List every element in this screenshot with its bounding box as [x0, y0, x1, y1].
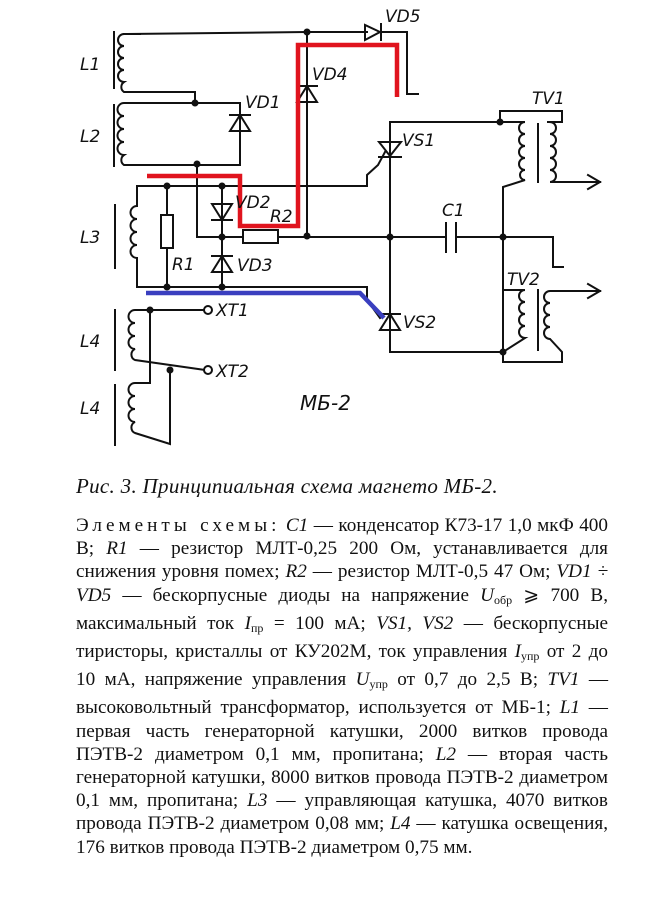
thyristor-VS1	[376, 141, 404, 158]
label-VD4: VD4	[312, 65, 348, 85]
transformer-TV2	[501, 282, 602, 363]
ref-R1: R1	[106, 538, 128, 560]
symbol-i-upr: I	[514, 641, 521, 663]
desc-L2: — вторая часть генераторной катушки, 800…	[76, 743, 609, 812]
ref-VS: VS1, VS2	[376, 612, 454, 634]
coil-L4-lower	[114, 309, 171, 446]
label-L3: L3	[80, 228, 100, 248]
intro-label: Элементы схемы:	[76, 515, 281, 536]
ref-L1: L1	[559, 697, 580, 719]
desc-TV1: — высоковольтный трансформатор, использу…	[76, 669, 609, 719]
label-XT1: XT1	[215, 301, 249, 321]
thyristor-VS2	[378, 312, 402, 331]
terminal-XT2	[203, 365, 213, 375]
desc-C1: — конденсатор К73-17 1,0 мкФ 400 В;	[76, 515, 608, 560]
desc-VD-3: = 100 мА;	[263, 612, 377, 634]
label-VS1: VS1	[402, 131, 435, 151]
desc-R2: — резистор МЛТ-0,5 47 Ом;	[306, 561, 557, 583]
schematic-diagram: L1 L2 L3 L4 L4 VD1 VD2 VD3 VD4 VD5 R1 R2…	[80, 7, 602, 446]
coil-L1	[113, 31, 196, 103]
symbol-u-upr: U	[355, 669, 370, 691]
label-VD2: VD2	[235, 193, 271, 213]
label-R1: R1	[172, 255, 195, 275]
symbol-u-obr: U	[480, 584, 494, 606]
desc-VD: — бескорпусные диоды на напряжение	[111, 584, 481, 606]
symbol-i-pr: I	[244, 612, 251, 634]
label-VD3: VD3	[237, 256, 273, 276]
ref-TV1: TV1	[547, 669, 580, 691]
transformer-TV1	[499, 110, 602, 353]
label-L4-upper: L4	[80, 332, 100, 352]
ref-C1: C1	[285, 515, 309, 536]
label-L2: L2	[80, 127, 100, 147]
diode-VD3	[210, 254, 234, 273]
resistor-R2	[221, 229, 391, 244]
label-L1: L1	[80, 55, 100, 75]
label-VS2: VS2	[403, 313, 436, 333]
figure-caption: Рис. 3. Принципиальная схема магнето МБ-…	[76, 474, 498, 498]
label-model: МБ-2	[300, 391, 351, 415]
label-C1: C1	[442, 201, 465, 221]
desc-L4: — катушка освещения, 176 витков провода …	[76, 813, 608, 858]
terminal-XT1	[203, 305, 213, 315]
label-TV1: TV1	[532, 89, 565, 109]
coil-L3	[114, 185, 138, 288]
ref-R2: R2	[285, 561, 307, 583]
diode-VD5	[364, 23, 419, 95]
ref-L3: L3	[247, 790, 268, 812]
diode-VD1	[194, 102, 252, 166]
sub-upr-i: упр	[520, 649, 540, 664]
ref-VD: VD1 ÷ VD5	[76, 561, 609, 606]
desc-L3: — управляющая катушка, 4070 витков прово…	[76, 790, 608, 835]
ref-L2: L2	[435, 743, 456, 765]
diode-VD4	[295, 31, 319, 237]
sub-obr: обр	[494, 592, 513, 607]
desc-VS-2: от 2 до 10 мА, напряжение управления	[76, 641, 608, 691]
desc-L1: — первая часть генераторной катушки, 200…	[76, 697, 608, 765]
label-R2: R2	[270, 207, 293, 227]
coil-L4-upper	[114, 309, 207, 372]
label-XT2: XT2	[215, 362, 249, 382]
desc-VD-2: ⩾ 700 В, максимальный ток	[76, 584, 608, 634]
desc-VS-3: от 0,7 до 2,5 В;	[387, 669, 548, 691]
label-TV2: TV2	[507, 270, 540, 290]
red-highlight-path	[147, 42, 400, 229]
sub-upr-u: упр	[369, 677, 388, 692]
resistor-R1	[160, 185, 174, 288]
label-VD5: VD5	[385, 7, 421, 27]
desc-R1: — резистор МЛТ-0,25 200 Ом, устанавливае…	[76, 538, 608, 583]
label-VD1: VD1	[245, 93, 281, 113]
components-description: Элементы схемы: C1 — конденсатор К73-17 …	[76, 514, 608, 859]
capacitor-C1	[389, 222, 504, 253]
coil-L2	[113, 102, 241, 167]
sub-pr: пр	[250, 620, 264, 635]
blue-highlight-path	[146, 290, 386, 320]
desc-VS: — бескорпусные тиристоры, кристаллы от К…	[76, 612, 609, 663]
ref-L4: L4	[390, 813, 411, 835]
label-L4-lower: L4	[80, 399, 100, 419]
